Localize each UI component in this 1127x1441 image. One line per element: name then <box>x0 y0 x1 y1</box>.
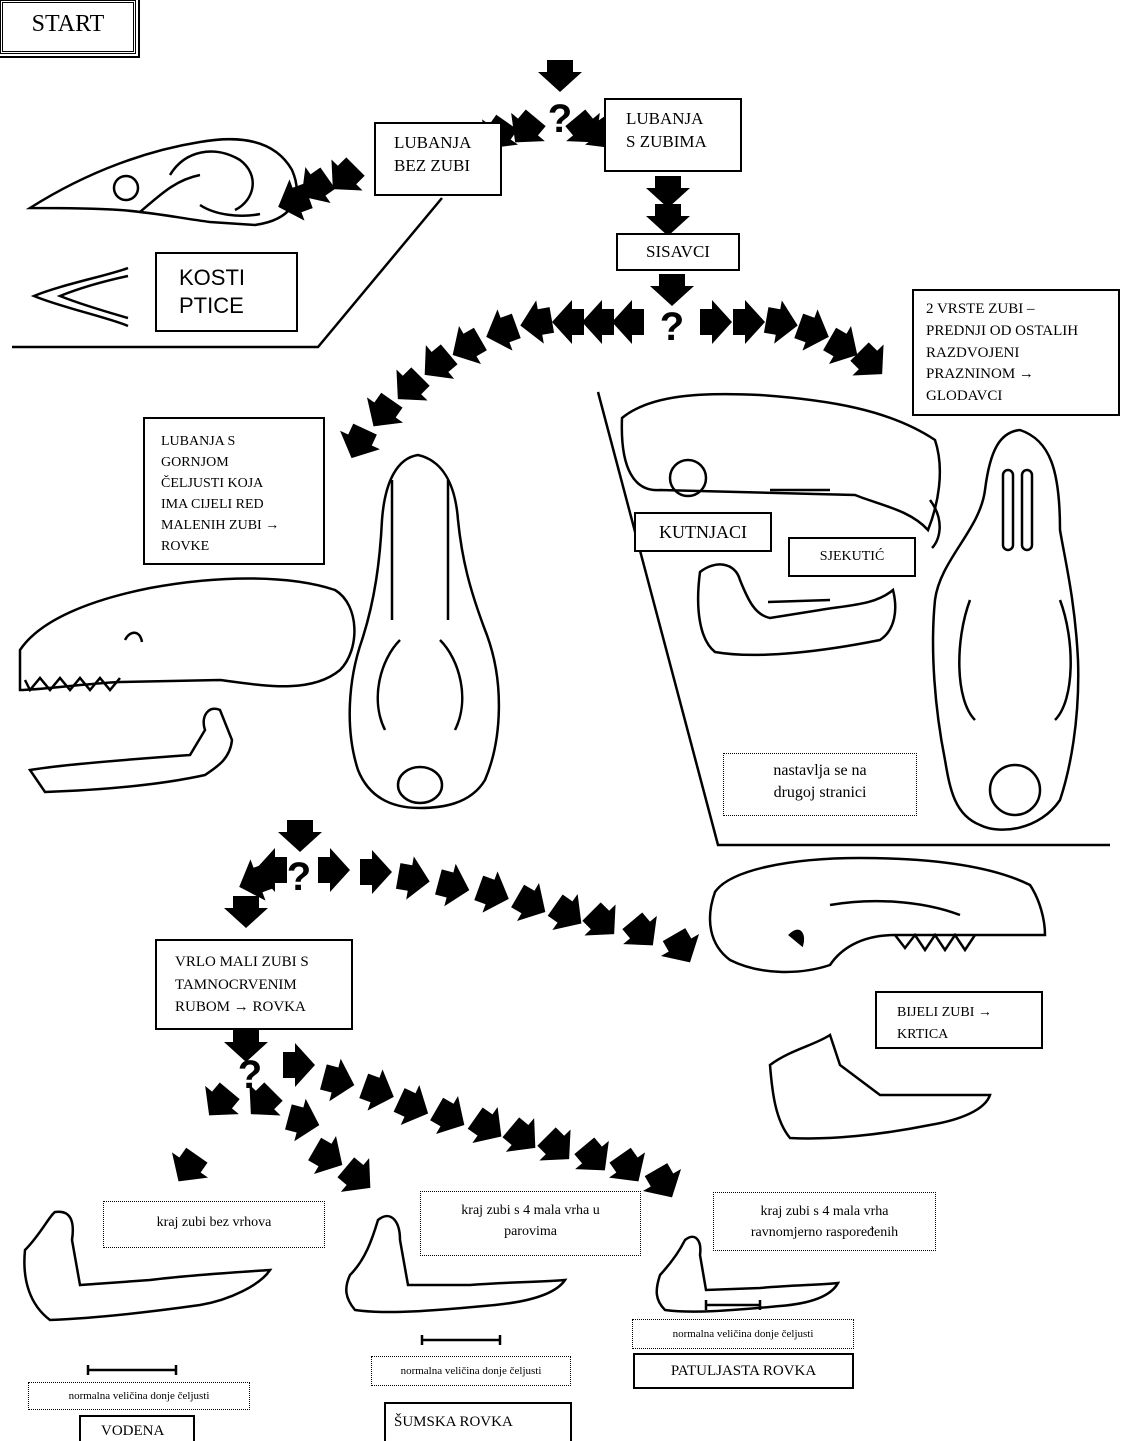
species-name: VODENA ROVKA <box>79 1415 195 1441</box>
node-continued: nastavlja se na drugoj stranici <box>723 753 917 816</box>
species-trait: kraj zubi bez vrhova <box>103 1201 325 1248</box>
mole-jaw-icon <box>770 1035 990 1138</box>
node-skull-no-teeth: LUBANJA BEZ ZUBI <box>374 122 502 196</box>
question-mark-icon: ? <box>287 855 311 899</box>
node-shrews: LUBANJA S GORNJOM ČELJUSTI KOJA IMA CIJE… <box>143 417 325 565</box>
jaw-icon <box>698 564 895 654</box>
node-bird-bones: KOSTI PTICE <box>155 252 298 332</box>
species-name: PATULJASTA ROVKA <box>633 1353 854 1389</box>
rodent-skull-top-icon <box>933 430 1078 830</box>
node-molars: KUTNJACI <box>634 512 772 552</box>
node-mammals: SISAVCI <box>616 233 740 271</box>
species-name: ŠUMSKA ROVKA <box>384 1402 572 1441</box>
question-mark-icon: ? <box>660 305 684 349</box>
scale-bar <box>88 1365 176 1375</box>
question-mark-icon: ? <box>548 97 572 141</box>
wishbone-icon <box>34 268 128 326</box>
node-skull-with-teeth: LUBANJA S ZUBIMA <box>604 98 742 172</box>
shrew-side-skull-icon <box>20 578 354 690</box>
node-incisor: SJEKUTIĆ <box>788 537 916 577</box>
scale-bar <box>422 1335 500 1345</box>
mole-skull-icon <box>710 858 1045 972</box>
shrew-jaw-icon <box>30 709 232 792</box>
species-size-note: normalna veličina donje čeljusti <box>371 1356 571 1386</box>
bird-skull-icon <box>30 139 297 225</box>
species-trait: kraj zubi s 4 mala vrha ravnomjerno rasp… <box>713 1192 936 1251</box>
node-red-teeth: VRLO MALI ZUBI S TAMNOCRVENIM RUBOM → RO… <box>155 939 353 1030</box>
species-trait: kraj zubi s 4 mala vrha u parovima <box>420 1191 641 1256</box>
question-mark-icon: ? <box>238 1053 262 1097</box>
species-size-note: normalna veličina donje čeljusti <box>28 1382 250 1410</box>
node-rodents: 2 VRSTE ZUBI – PREDNJI OD OSTALIH RAZDVO… <box>912 289 1120 416</box>
species-size-note: normalna veličina donje čeljusti <box>632 1319 854 1349</box>
node-mole: BIJELI ZUBI → KRTICA <box>875 991 1043 1049</box>
shrew-skull-icon <box>350 455 499 808</box>
